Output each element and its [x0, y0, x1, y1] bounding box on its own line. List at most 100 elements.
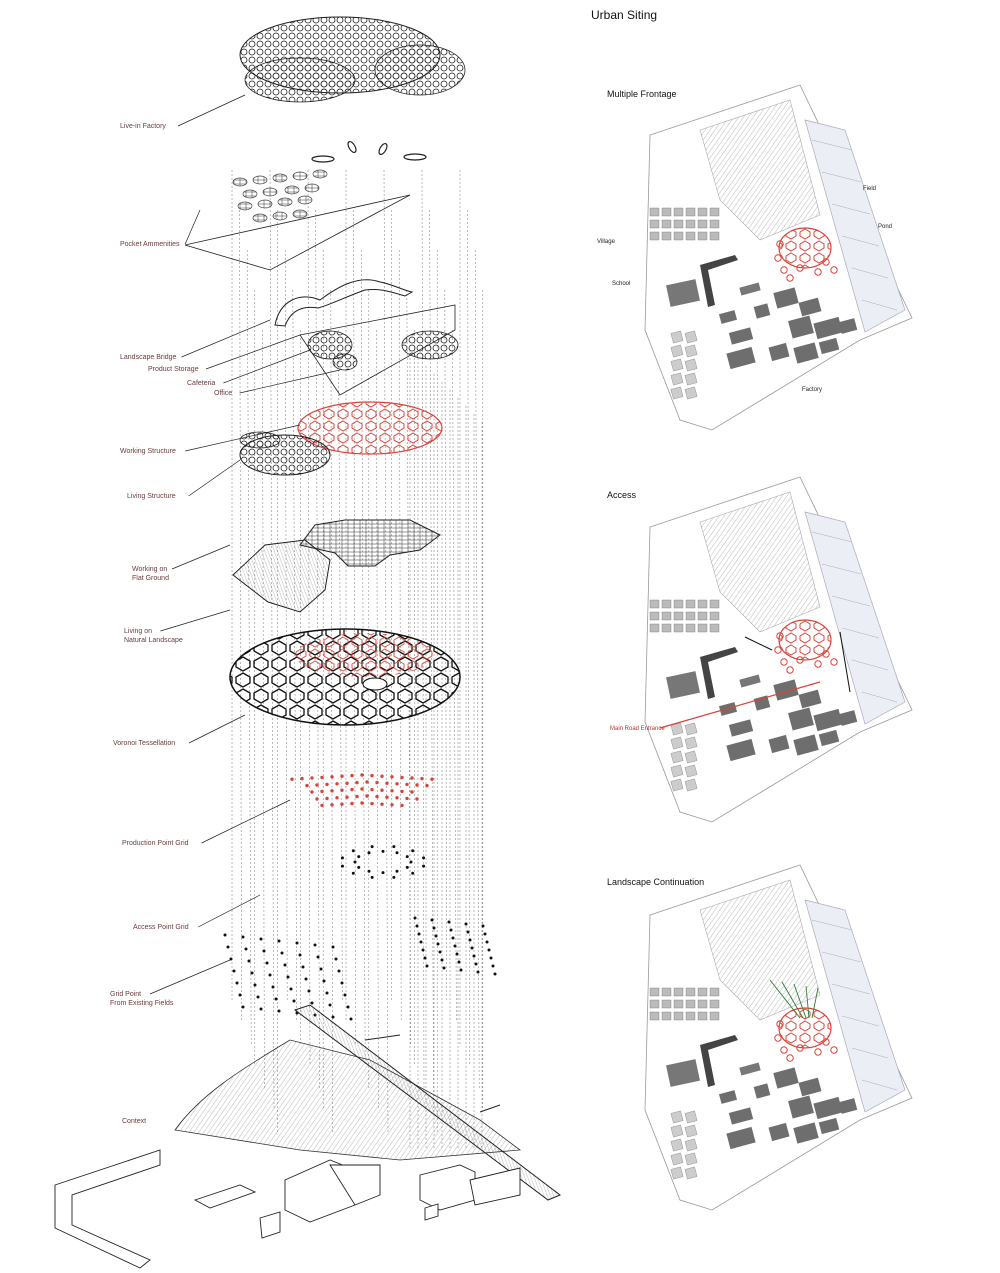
field-point — [277, 1009, 281, 1013]
working-structure — [297, 401, 443, 455]
exploded-axonometric — [54, 16, 561, 1269]
field-point — [474, 962, 478, 966]
field-divider — [821, 951, 862, 963]
row-house — [684, 330, 698, 344]
field-point — [250, 971, 254, 975]
leader-line — [198, 894, 261, 928]
field-point — [491, 964, 495, 968]
field-divider — [831, 983, 871, 995]
field-divider — [851, 659, 889, 671]
field-divider — [841, 627, 880, 639]
village-house — [685, 623, 696, 633]
factory-building — [818, 337, 840, 355]
production-point — [310, 776, 314, 780]
field-point — [453, 944, 457, 948]
amenity-pocket — [272, 211, 288, 221]
flat-ground-mesh — [299, 519, 441, 567]
row-house — [684, 358, 698, 372]
village-house — [685, 999, 696, 1009]
production-point — [360, 801, 364, 805]
leader-line — [185, 424, 301, 452]
row-house — [670, 372, 684, 386]
field-point — [468, 938, 472, 942]
field-point — [268, 973, 272, 977]
factory-building — [813, 1096, 843, 1120]
production-point — [345, 795, 349, 799]
production-point — [350, 801, 354, 806]
axon-label-living-natural-2: Natural Landscape — [124, 637, 183, 644]
access-point — [395, 869, 399, 873]
field-point — [283, 963, 287, 967]
access-point — [367, 869, 371, 873]
projection-line — [284, 249, 288, 1001]
production-point — [425, 783, 429, 788]
field-point — [298, 953, 302, 957]
axon-label-access-grid: Access Point Grid — [133, 924, 189, 931]
proposal-footprint — [778, 1007, 832, 1049]
field-strip — [804, 119, 906, 333]
proposal-cell — [774, 254, 782, 262]
landscape-continuation-line — [781, 981, 804, 1019]
village-house — [661, 231, 672, 241]
production-point — [380, 802, 384, 806]
factory-building — [728, 1107, 754, 1125]
factory-building — [773, 1067, 799, 1089]
field-point — [301, 965, 305, 969]
field-divider — [811, 919, 853, 931]
field-point — [277, 939, 281, 943]
axon-label-living-structure: Living Structure — [127, 493, 176, 500]
proposal-cell — [780, 266, 788, 274]
factory-building — [813, 316, 843, 340]
field-point — [457, 960, 461, 964]
proposal-cell — [822, 1038, 830, 1046]
row-house — [670, 1110, 684, 1124]
factory-building — [838, 318, 858, 334]
production-point — [430, 777, 434, 781]
field-point — [313, 943, 317, 947]
village-house — [673, 987, 684, 997]
production-point — [405, 782, 409, 787]
proposal-cell — [786, 1054, 794, 1062]
proposal-cell — [780, 1046, 788, 1054]
amenity-pocket — [277, 197, 293, 207]
building — [739, 674, 761, 688]
projection-line — [353, 209, 356, 1045]
field-point — [244, 947, 248, 951]
village-house — [697, 623, 708, 633]
leader-line — [239, 369, 341, 394]
village-house — [709, 987, 720, 997]
production-point — [365, 794, 369, 798]
proposal-cell — [822, 650, 830, 658]
factory-building — [793, 342, 819, 364]
field-point — [455, 952, 459, 956]
production-point — [340, 802, 344, 806]
village-house — [649, 231, 660, 241]
access-point — [351, 871, 355, 875]
field-point — [331, 1015, 335, 1019]
projection-line — [269, 169, 275, 1111]
village-house — [673, 599, 684, 609]
field-point — [470, 946, 474, 950]
production-point — [385, 781, 389, 785]
village-house — [649, 623, 660, 633]
field-point — [259, 1007, 263, 1011]
row-house — [684, 1110, 698, 1124]
leader-line — [188, 714, 246, 744]
field-point — [472, 954, 476, 958]
factory-building — [798, 297, 822, 317]
axon-label-working-flat-2: Flat Ground — [132, 575, 169, 582]
village-house — [649, 999, 660, 1009]
field-divider — [821, 171, 862, 183]
village-house — [661, 611, 672, 621]
village-house — [661, 599, 672, 609]
village-house — [649, 987, 660, 997]
field-divider — [851, 1047, 889, 1059]
field-point — [331, 945, 335, 949]
row-house — [684, 1166, 698, 1180]
factory-building — [753, 1083, 771, 1099]
field-point — [229, 957, 233, 961]
access-point — [392, 875, 396, 879]
row-house — [670, 1138, 684, 1152]
production-point — [420, 776, 424, 781]
main-road-entrance-line — [659, 681, 821, 729]
